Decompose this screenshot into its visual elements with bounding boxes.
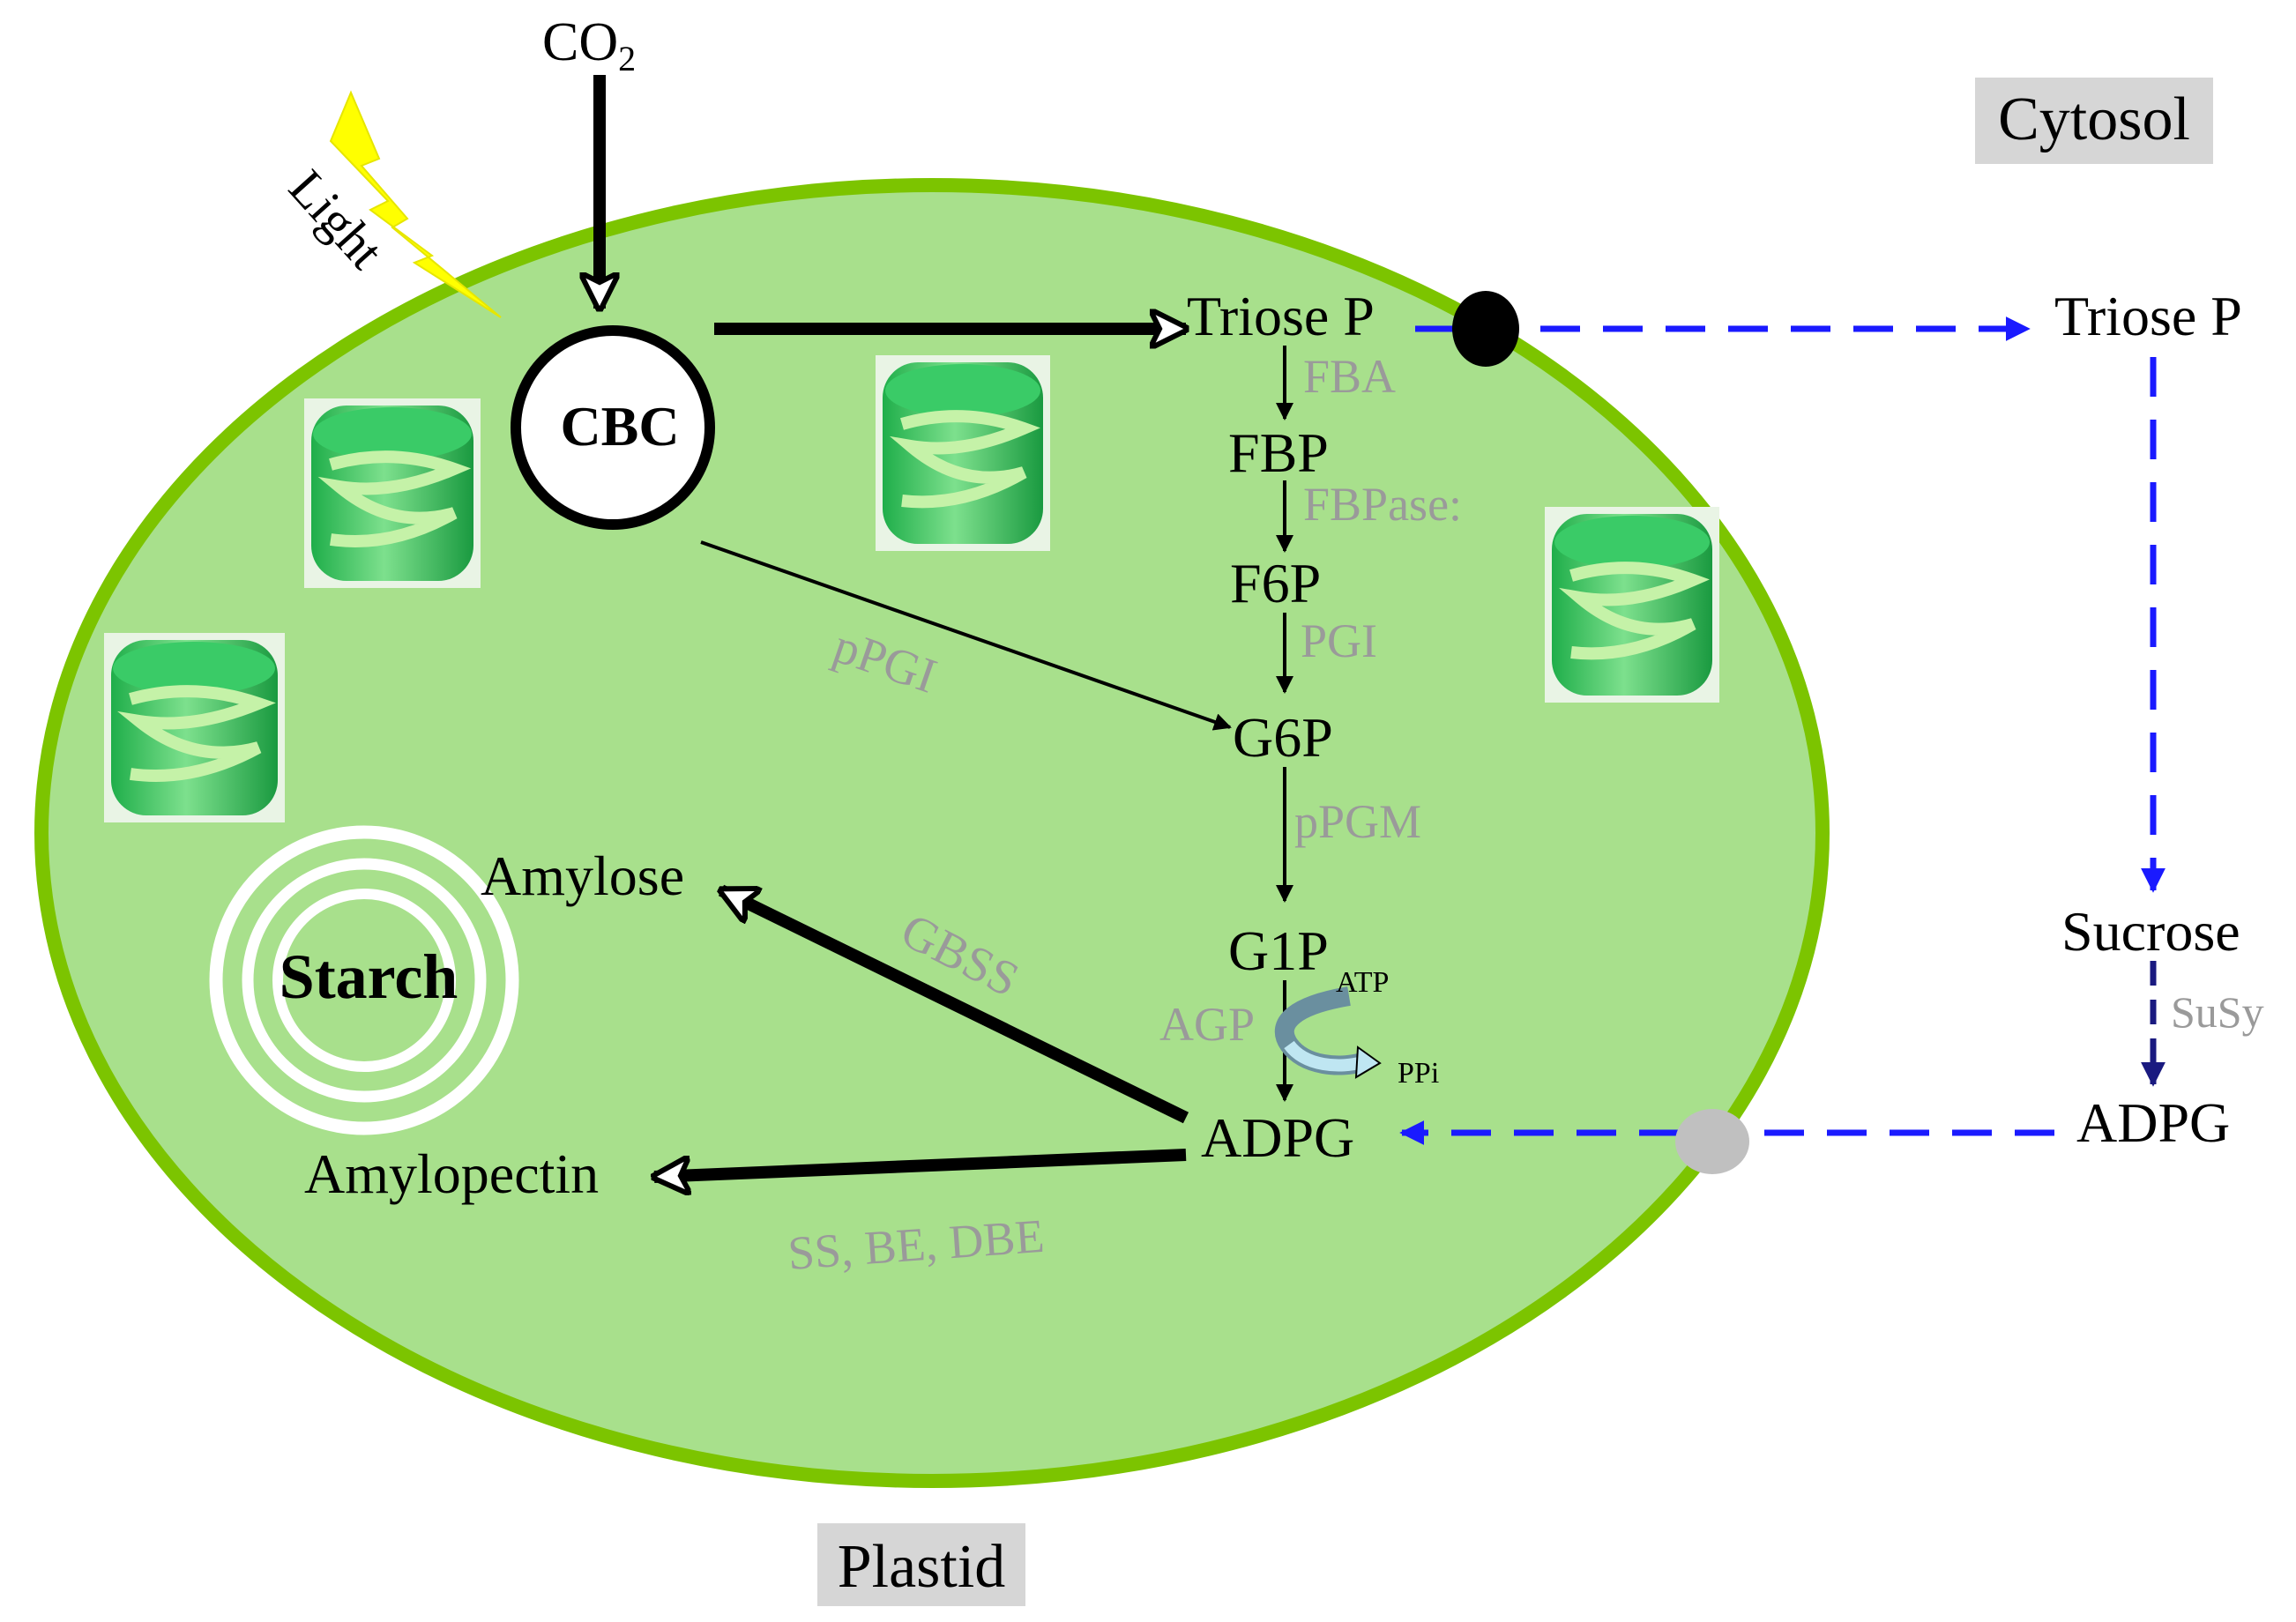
adpg-to-amylopectin-arrow: [654, 1149, 1187, 1177]
fbp-label: FBP: [1228, 421, 1329, 484]
adpg-plastid-label: ADPG: [1201, 1106, 1354, 1169]
cbc-circle: [511, 325, 715, 530]
cytosol-label: Cytosol: [1998, 86, 2190, 153]
translocator-icon: [1452, 291, 1519, 367]
co2-subscript: 2: [618, 39, 636, 78]
starch-granule-icon: [209, 825, 519, 1135]
triose-p-cytosol-label: Triose P: [2054, 285, 2242, 347]
grana-stack-icon: [304, 398, 481, 588]
g1p-label: G1P: [1228, 919, 1329, 982]
co2-main: CO: [542, 12, 618, 72]
fbpase-label: FBPase:: [1303, 478, 1462, 531]
plastid-membrane: [34, 178, 1830, 1488]
fba-label: FBA: [1303, 350, 1396, 403]
plastid-label-bg: [817, 1523, 1025, 1606]
cbc-label: CBC: [560, 395, 679, 458]
triose-p-plastid-label: Triose P: [1187, 285, 1375, 347]
grana-stack-icon: [876, 355, 1050, 551]
grana-stack-icon: [1545, 507, 1719, 703]
agp-label: AGP: [1159, 998, 1255, 1051]
ppi-label: PPi: [1398, 1057, 1439, 1090]
amylopectin-label: Amylopectin: [304, 1142, 599, 1205]
co2-label: CO2: [542, 12, 636, 78]
sucrose-label: Sucrose: [2061, 900, 2240, 963]
atp-ppi-arrow: [1274, 986, 1382, 1079]
starch-label: Starch: [280, 941, 458, 1012]
adpg-to-amylose-arrow: [721, 884, 1189, 1124]
amylose-label: Amylose: [481, 844, 684, 907]
ppgm-label: pPGM: [1294, 795, 1421, 848]
cbc-to-g6p-arrow: [700, 540, 1232, 731]
pgi-label: PGI: [1301, 614, 1377, 667]
plastid-label: Plastid: [838, 1533, 1006, 1601]
f6p-label: F6P: [1230, 552, 1321, 614]
translocator-icon: [1675, 1109, 1749, 1174]
grana-stack-icon: [104, 633, 285, 822]
adpg-cytosol-label: ADPG: [2076, 1091, 2230, 1154]
atp-label: ATP: [1336, 966, 1389, 999]
cytosol-label-bg: [1975, 78, 2213, 164]
susy-label: SuSy: [2171, 987, 2264, 1037]
lightning-bolt-icon: [329, 90, 502, 318]
g6p-label: G6P: [1233, 706, 1333, 769]
light-label: Light: [278, 159, 394, 279]
